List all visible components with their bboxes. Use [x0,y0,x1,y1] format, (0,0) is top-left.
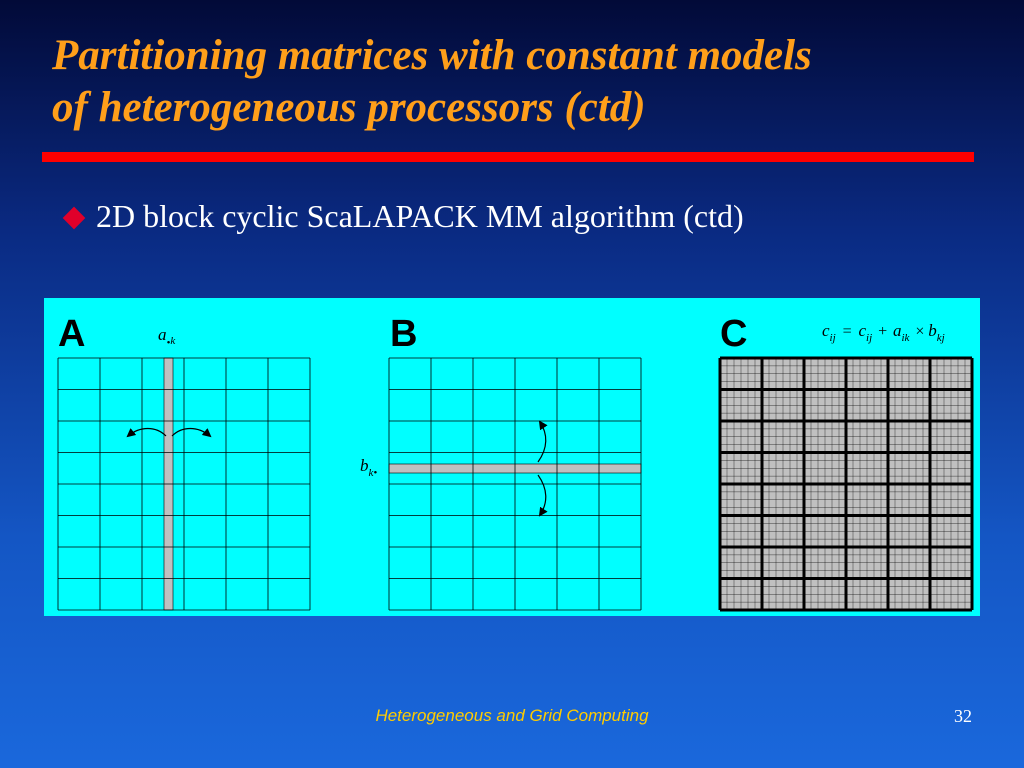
title-line-2: of heterogeneous processors (ctd) [52,84,646,131]
matrix-c-panel: C cij=cij+aik×bkj [718,313,974,612]
matrix-a-panel: A a•k [57,313,311,611]
a-right-arrow [171,427,212,438]
diamond-bullet-icon [62,206,86,229]
matrix-b-grid [388,357,642,611]
b-up-arrow [537,420,548,463]
figure-canvas: A a•k B bk• C cij=cij+aik×bkj [57,313,974,612]
slide-title: Partitioning matrices with constant mode… [52,30,982,134]
matrix-b-panel: B bk• [360,313,642,611]
matrix-c-label: C [720,313,747,355]
title-line-1: Partitioning matrices with constant mode… [52,32,812,79]
matrix-partition-figure: A a•k B bk• C cij=cij+aik×bkj [44,298,980,616]
matrix-a-label: A [58,313,85,355]
b-row-label: bk• [360,456,377,479]
page-number: 32 [954,706,972,726]
matrix-c-grid [718,356,974,612]
bullet-text: 2D block cyclic ScaLAPACK MM algorithm (… [96,198,744,234]
update-formula: cij=cij+aik×bkj [822,321,945,344]
matrix-a-grid [57,357,311,611]
title-underline [42,152,974,162]
b-down-arrow [537,474,548,517]
matrix-b-label: B [390,313,417,355]
a-left-arrow [126,427,167,438]
a-column-label: a•k [158,325,176,349]
bullet-item: 2D block cyclic ScaLAPACK MM algorithm (… [62,196,744,236]
footer-text: Heterogeneous and Grid Computing [375,706,649,725]
